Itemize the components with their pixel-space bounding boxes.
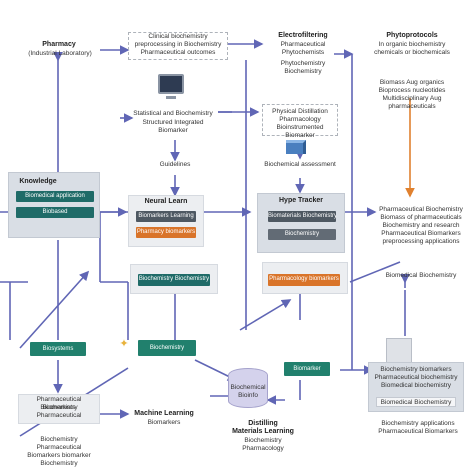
stat-line-2: Structured Integrated Biomarker xyxy=(142,119,204,134)
phys-line-1: Physical Distillation xyxy=(272,108,328,115)
phys-line-2: Pharmacology xyxy=(279,116,321,123)
br-panel-line-3: Biomedical biochemistry xyxy=(380,382,452,389)
guidelines-label: Guidelines xyxy=(159,161,191,168)
br-line-5: Pharmaceutical Biomarkers xyxy=(378,428,458,435)
knowledge-button-1[interactable]: Biomedical application xyxy=(16,191,94,202)
distilling-sub-2: Biochemistry xyxy=(244,437,282,444)
machine-learning-title: Machine Learning xyxy=(134,410,194,417)
distilling-title: Distilling xyxy=(248,420,278,427)
neural-learn-title: Neural Learn xyxy=(144,198,188,205)
biomarker-button[interactable]: Biomarker xyxy=(284,362,330,376)
hype-button-2[interactable]: Biochemistry xyxy=(268,229,336,240)
br-line-4: Biochemistry applications xyxy=(381,420,455,427)
stat-line-1: Statistical and Biochemistry xyxy=(133,110,213,117)
cube-icon xyxy=(286,140,306,154)
hype-tracker-panel xyxy=(257,193,345,253)
distilling-sub-3: Pharmacology xyxy=(242,445,284,452)
hype-button-1[interactable]: Biomaterials Biochemistry xyxy=(268,211,336,222)
cylinder-line-1: Biochemical xyxy=(230,384,266,391)
right-line-3: Biochemistry and research xyxy=(382,222,460,229)
bl-line-3: Pharmaceutical xyxy=(36,412,82,419)
bl-line-2: Biomarkers xyxy=(42,404,76,411)
phyto-line-5: Multidisciplinary Aug xyxy=(382,95,442,102)
top-note-line-1: Clinical biochemistry xyxy=(148,33,208,40)
physical-distillation-box xyxy=(262,104,338,136)
bl-line-1: Pharmaceutical Biochemistry xyxy=(36,396,82,411)
br-panel-bar xyxy=(376,397,456,407)
top-note-line-3: Pharmaceutical outcomes xyxy=(140,49,216,56)
pharmacy-subtitle: (Industrial Laboratory) xyxy=(28,50,92,57)
electro-line-4: Biochemistry xyxy=(284,68,322,75)
phyto-title: Phytoprotocols xyxy=(386,32,438,39)
biosystems-button[interactable]: Biosystems xyxy=(30,342,86,356)
bl-line-5: Pharmaceutical xyxy=(36,444,82,451)
top-note-box xyxy=(128,32,228,60)
biochemistry-button[interactable]: Biochemistry xyxy=(138,340,196,356)
neural-button-2[interactable]: Pharmacy biomarkers xyxy=(136,227,196,238)
cylinder-line-2: Bioinfo xyxy=(238,392,258,399)
monitor-icon xyxy=(158,74,184,94)
hype-tracker-title: Hype Tracker xyxy=(279,197,323,204)
bottom-left-panel xyxy=(18,394,100,424)
database-cylinder-icon xyxy=(228,368,268,408)
top-note-line-2: preprocessing in Biochemistry xyxy=(134,41,222,48)
right-line-2: Biomass of pharmaceuticals xyxy=(380,214,462,221)
distilling-sub-1: Materials Learning xyxy=(232,428,294,435)
bl-line-6: Biomarkers biomarker xyxy=(27,452,91,459)
machine-learning-sub: Biomarkers xyxy=(147,419,181,426)
bl-line-4: Biochemistry xyxy=(40,436,78,443)
phyto-line-3: Biomass Aug organics xyxy=(379,79,445,86)
knowledge-button-2[interactable]: Biobased xyxy=(16,207,94,218)
bl-line-7: Biochemistry xyxy=(40,460,78,467)
phyto-line-1: In organic biochemistry xyxy=(378,41,446,48)
pharmacy-title: Pharmacy xyxy=(42,41,76,48)
br-panel-line-2: Pharmaceutical biochemistry xyxy=(374,374,458,381)
mid-orange-button[interactable]: Pharmacology biomarkers xyxy=(268,274,340,286)
monitor-stand-icon xyxy=(166,96,176,99)
right-line-4: Pharmaceutical Biomarkers xyxy=(381,230,461,237)
electro-line-1: Pharmaceutical xyxy=(280,41,326,48)
right-line-1: Pharmaceutical Biochemistry xyxy=(379,206,463,213)
electro-title: Electrofiltering xyxy=(278,32,328,39)
phyto-line-6: pharmaceuticals xyxy=(388,103,436,110)
phyto-line-4: Bioprocess nucleotides xyxy=(378,87,446,94)
knowledge-title: Knowledge xyxy=(19,178,57,185)
electro-line-2: Phytochemists xyxy=(281,49,325,56)
neural-button-1[interactable]: Biomarkers Learning xyxy=(136,211,196,222)
phys-line-3: Bioinstrumented Biomarker xyxy=(276,124,324,139)
assessment-label: Biochemical assessment xyxy=(264,161,336,168)
br-panel-line-1: Biochemistry biomarkers xyxy=(380,366,452,373)
electro-line-3: Phytochemistry xyxy=(280,60,326,67)
server-icon xyxy=(386,338,412,366)
right-line-5: preprocessing applications xyxy=(382,238,460,245)
mid-teal-button[interactable]: Biochemistry Biochemistry xyxy=(138,274,210,286)
knowledge-panel xyxy=(8,172,100,238)
phyto-line-2: chemicals or biochemicals xyxy=(374,49,450,56)
br-panel-bar-label: Biomedical Biochemistry xyxy=(380,399,452,406)
right-mid-label: Biomedical Biochemistry xyxy=(385,272,457,279)
sparkle-icon: ✦ xyxy=(119,338,129,350)
